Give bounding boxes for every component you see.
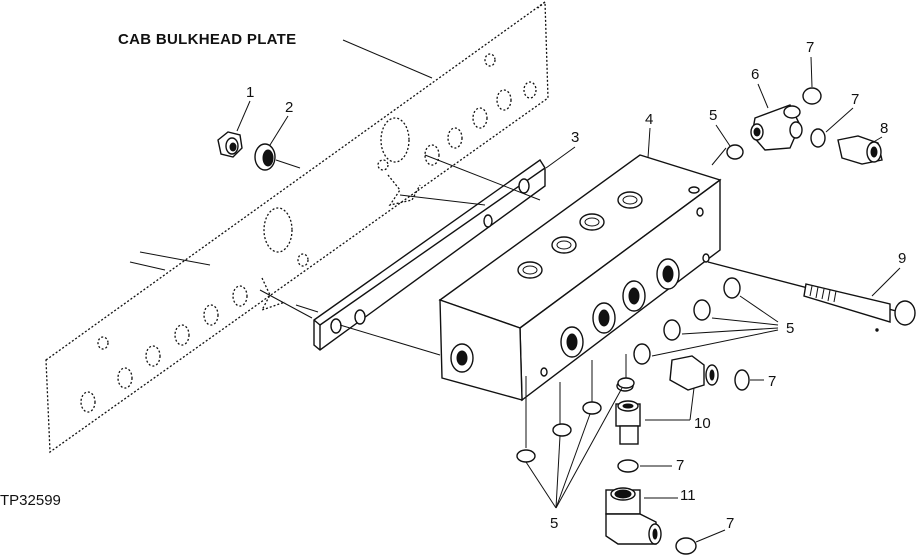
tee-fitting-part-11 xyxy=(605,487,662,545)
callout-11: 11 xyxy=(680,487,696,504)
title-leader xyxy=(342,39,433,79)
callout-5-right: 5 xyxy=(786,320,794,337)
callout-6: 6 xyxy=(751,66,759,83)
callout-7-c: 7 xyxy=(768,373,776,390)
callout-5-top: 5 xyxy=(709,107,717,124)
o-ring-7-b xyxy=(810,128,826,148)
cab-bulkhead-plate xyxy=(45,0,549,454)
side-ports xyxy=(540,207,710,377)
manifold-block-part-4 xyxy=(438,154,722,402)
elbow-fitting-part-6 xyxy=(750,104,803,151)
callout-1: 1 xyxy=(246,84,254,101)
plug-part-8 xyxy=(837,135,883,165)
callout-4: 4 xyxy=(645,111,653,128)
top-ports xyxy=(517,186,700,279)
callout-7-a: 7 xyxy=(806,39,814,56)
callout-5-bottom: 5 xyxy=(550,515,558,532)
callout-3: 3 xyxy=(571,129,579,146)
o-ring-7-d xyxy=(617,459,639,473)
plate-title: CAB BULKHEAD PLATE xyxy=(118,31,296,48)
callout-2: 2 xyxy=(285,99,293,116)
o-ring-5-top xyxy=(726,144,744,160)
callout-9: 9 xyxy=(898,250,906,267)
callout-7-b: 7 xyxy=(851,91,859,108)
reference-code: TP32599 xyxy=(0,492,61,509)
callout-7-e: 7 xyxy=(726,515,734,532)
bulkhead-holes xyxy=(80,53,537,413)
mounting-strap-part-3 xyxy=(313,159,546,351)
bolt-part-9 xyxy=(707,261,916,332)
washer-part-2 xyxy=(254,143,301,171)
o-ring-7-c xyxy=(734,369,750,391)
callout-7-d: 7 xyxy=(676,457,684,474)
o-ring-7-a xyxy=(802,87,822,105)
adapter-fitting-right xyxy=(669,355,719,391)
alignment-lines xyxy=(129,154,541,356)
side-o-rings xyxy=(633,277,779,365)
callout-8: 8 xyxy=(880,120,888,137)
nut-part-1 xyxy=(217,131,243,158)
callout-10: 10 xyxy=(694,415,711,432)
bottom-o-rings xyxy=(516,354,635,509)
o-ring-7-e xyxy=(675,537,697,555)
adapter-part-10 xyxy=(615,380,641,445)
